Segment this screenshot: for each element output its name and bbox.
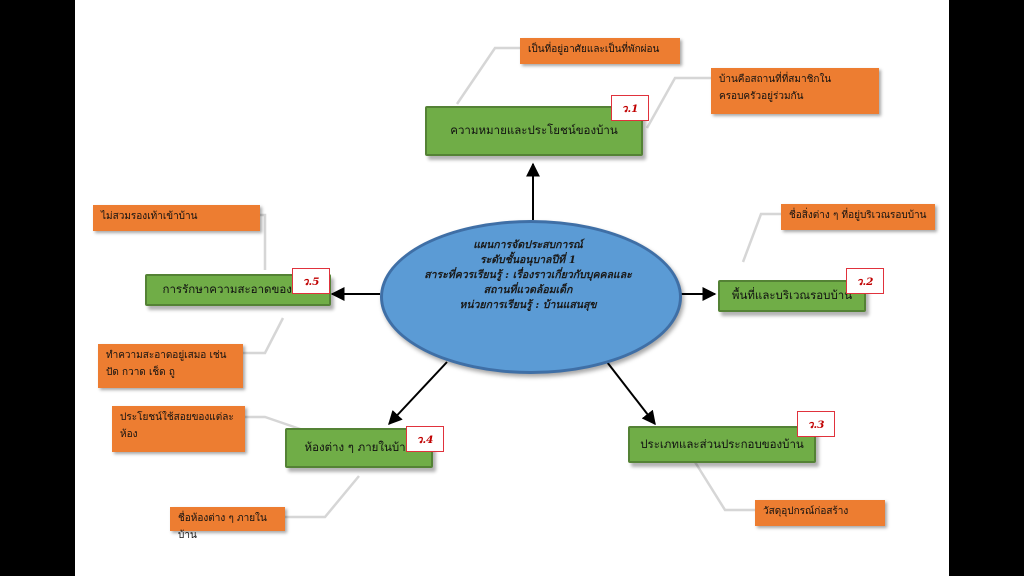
- note-n1b: บ้านคือสถานที่ที่สมาชิกในครอบครัวอยู่ร่ว…: [711, 68, 879, 114]
- leader-n1b: [645, 76, 711, 129]
- node-n4-tag: ว.4: [406, 426, 444, 452]
- node-n1-label: ความหมายและประโยชน์ของบ้าน: [450, 123, 618, 137]
- note-n4b: ชื่อห้องต่าง ๆ ภายในบ้าน: [170, 507, 285, 541]
- leader-n2a: [741, 212, 781, 263]
- note-n4a: ประโยชน์ใช้สอยของแต่ละห้อง: [112, 406, 245, 452]
- node-n3-tag: ว.3: [797, 411, 835, 437]
- node-n3-label: ประเภทและส่วนประกอบของบ้าน: [640, 436, 804, 451]
- center-line-1: แผนการจัดประสบการณ์: [473, 239, 583, 251]
- leader-n5a: [260, 213, 267, 270]
- note-n2a: ชื่อสิ่งต่าง ๆ ที่อยู่บริเวณรอบบ้าน: [781, 204, 935, 230]
- node-n2-label: พื้นที่และบริเวณรอบบ้าน: [731, 288, 853, 302]
- leader-n4b: [285, 475, 360, 519]
- leader-n3a: [693, 461, 755, 512]
- arrow-to-n4: [388, 361, 448, 426]
- node-n1-tag: ว.1: [611, 95, 649, 121]
- node-n1[interactable]: ความหมายและประโยชน์ของบ้าน: [425, 106, 643, 156]
- note-n3a: วัสดุอุปกรณ์ก่อสร้าง: [755, 500, 885, 526]
- center-line-2: ระดับชั้นอนุบาลปีที่ 1: [479, 254, 577, 266]
- arrow-to-n3: [606, 361, 656, 426]
- node-n3[interactable]: ประเภทและส่วนประกอบของบ้าน: [628, 426, 816, 463]
- node-n4-label: ห้องต่าง ๆ ภายในบ้าน: [304, 440, 414, 454]
- center-line-5: หน่วยการเรียนรู้ : บ้านแสนสุข: [459, 299, 597, 311]
- node-n2-tag: ว.2: [846, 268, 884, 294]
- leader-n1a: [455, 46, 520, 105]
- note-n5b: ทำความสะอาดอยู่เสมอ เช่นปัด กวาด เช็ด ถู: [98, 344, 243, 388]
- leader-n4a: [245, 415, 304, 432]
- center-line-3: สาระที่ควรเรียนรู้ : เรื่องราวเกี่ยวกับบ…: [424, 269, 632, 281]
- connector-layer: [243, 46, 781, 519]
- note-n5a: ไม่สวมรองเท้าเข้าบ้าน: [93, 205, 260, 231]
- node-n2[interactable]: พื้นที่และบริเวณรอบบ้าน: [718, 280, 866, 312]
- leader-n5b: [243, 317, 285, 355]
- center-line-4: สถานที่แวดล้อมเด็ก: [483, 284, 573, 296]
- slide: แผนการจัดประสบการณ์ ระดับชั้นอนุบาลปีที่…: [75, 0, 949, 576]
- node-n5-tag: ว.5: [292, 268, 330, 294]
- center-ellipse: [380, 220, 682, 374]
- center-text: แผนการจัดประสบการณ์ ระดับชั้นอนุบาลปีที่…: [380, 238, 676, 313]
- node-n5-label: การรักษาความสะอาดของบ้าน: [162, 282, 314, 296]
- note-n1a: เป็นที่อยู่อาศัยและเป็นที่พักผ่อน: [520, 38, 680, 64]
